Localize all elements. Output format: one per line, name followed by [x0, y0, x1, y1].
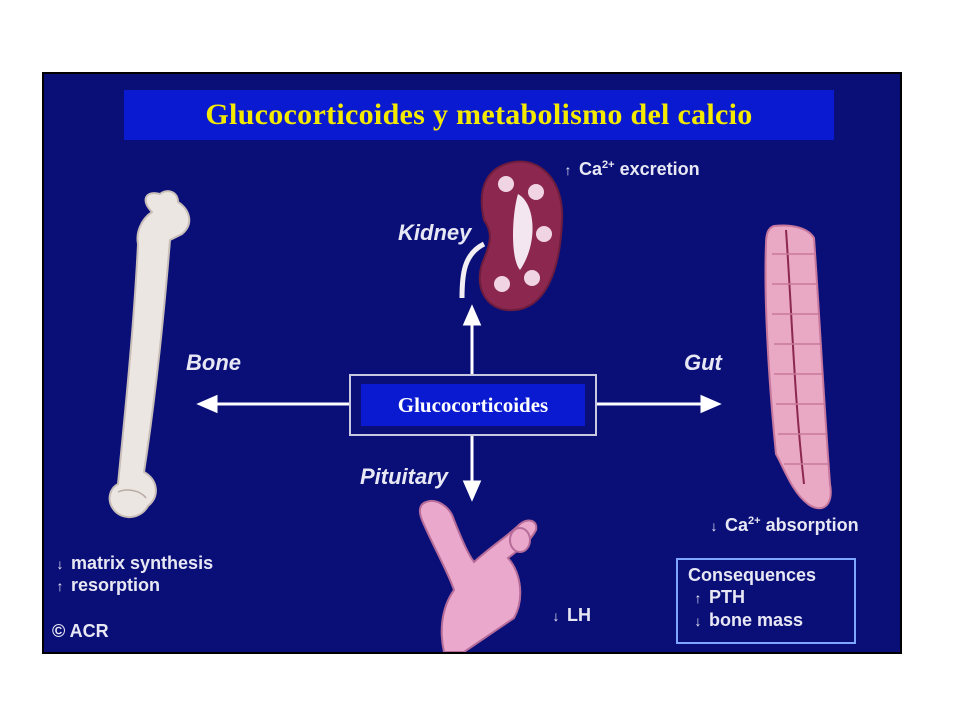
arrow-up-icon: ↑	[694, 590, 702, 606]
gut-illustration	[764, 224, 832, 510]
center-box-inner: Glucocorticoides	[361, 384, 585, 426]
arrow-up-icon: ↑	[56, 578, 64, 594]
arrow-down-icon: ↓	[56, 556, 64, 572]
arrow-down-icon: ↓	[694, 613, 702, 629]
arrow-down-icon: ↓	[552, 608, 560, 624]
title-banner: Glucocorticoides y metabolismo del calci…	[124, 90, 834, 140]
pituitary-illustration	[418, 500, 538, 652]
pituitary-effect: ↓ LH	[550, 604, 592, 627]
arrow-up-icon: ↑	[564, 162, 572, 178]
consequence-item: ↑ PTH	[678, 586, 854, 609]
bone-illustration	[108, 190, 191, 518]
consequences-title: Consequences	[688, 565, 817, 585]
bone-effect-1: ↓ matrix synthesis	[54, 552, 214, 575]
kidney-illustration	[459, 160, 564, 312]
bone-effect-2: ↑ resorption	[54, 574, 161, 597]
kidney-label: Kidney	[398, 220, 472, 245]
arrow-down-icon: ↓	[710, 518, 718, 534]
copyright-text: © ACR	[52, 621, 109, 641]
center-label: Glucocorticoides	[397, 392, 549, 417]
consequence-item: ↓ bone mass	[678, 609, 854, 632]
slide: Glucocorticoides y metabolismo del calci…	[42, 72, 902, 654]
gut-label: Gut	[684, 350, 722, 375]
arrows	[196, 304, 722, 502]
slide-title: Glucocorticoides y metabolismo del calci…	[205, 98, 753, 131]
diagram-canvas	[108, 160, 832, 652]
arrowhead-kidney	[462, 304, 482, 326]
consequences-box: Consequences ↑ PTH ↓ bone mass	[676, 558, 856, 644]
pituitary-label: Pituitary	[360, 464, 449, 489]
center-box: Glucocorticoides	[349, 374, 597, 436]
arrowhead-bone	[196, 394, 218, 414]
kidney-effect: ↑ Ca2+ excretion	[562, 154, 700, 181]
gut-effect: ↓ Ca2+ absorption	[708, 510, 859, 537]
bone-label: Bone	[186, 350, 241, 375]
arrowhead-pituitary	[462, 480, 482, 502]
arrowhead-gut	[700, 394, 722, 414]
